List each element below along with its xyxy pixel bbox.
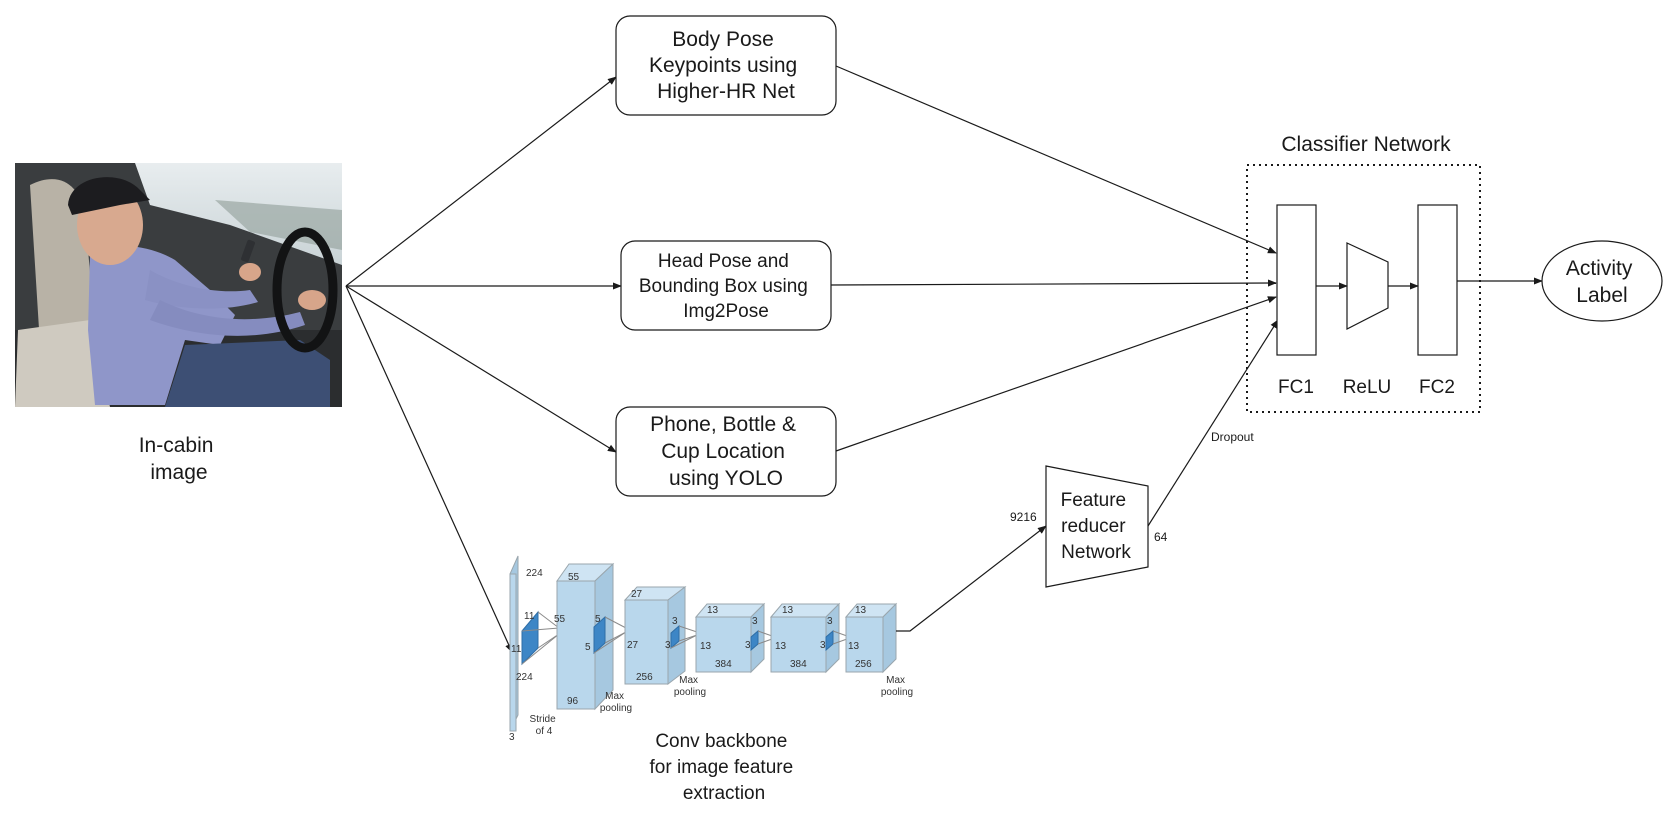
classifier-input-arrows [830,65,1279,527]
conv-layer-6 [844,602,898,674]
input-caption: In-cabin image [139,434,220,484]
conv-layer-3 [623,585,698,686]
layer4-kernel-h: 3 [752,616,758,627]
head-pose-box: Head Pose and Bounding Box using Img2Pos… [620,240,832,331]
layer2-depth-dim: 96 [567,696,579,707]
layer4-depth-dim: 384 [715,659,732,670]
layer1-depth-dim: 3 [509,732,515,743]
reducer-input-dim: 9216 [1010,510,1037,524]
layer1-side-dim: 224 [516,672,533,683]
layer1-kernel-h: 11 [524,611,535,622]
arrow-to-conv-backbone [345,285,513,653]
arrow-to-object-location [345,285,617,453]
layer5-kernel-h: 3 [827,616,833,627]
layer6-side-dim: 13 [848,641,860,652]
relu-label: ReLU [1343,377,1392,398]
relu-layer [1346,242,1389,330]
layer5-top-dim: 13 [782,605,794,616]
layer6-note: Max pooling [881,675,913,698]
feature-reducer-label: Feature reducer Network [1061,490,1132,563]
layer5-kernel-w: 3 [820,640,826,651]
layer4-side-dim: 13 [700,641,712,652]
dropout-label: Dropout [1211,430,1254,444]
layer3-kernel-w: 3 [665,640,671,651]
layer3-note: Max pooling [674,675,706,698]
layer6-depth-dim: 256 [855,659,872,670]
arrow-object-to-fc1 [835,296,1277,452]
head-pose-label: Head Pose and Bounding Box using Img2Pos… [639,251,813,322]
layer3-top-dim: 27 [631,589,643,600]
layer3-side-dim: 27 [627,640,639,651]
layer2-top-dim: 55 [568,572,580,583]
backbone-caption: Conv backbone for image feature extracti… [650,731,799,804]
layer1-kernel-w: 11 [511,644,522,655]
activity-label-text: Activity Label [1566,257,1638,307]
layer3-kernel-h: 3 [672,616,678,627]
conv-backbone: 224 11 11 224 3 Stride of 4 55 55 5 5 96… [509,555,913,743]
conv-layer-4 [694,602,773,674]
layer5-depth-dim: 384 [790,659,807,670]
layer2-note: Max pooling [600,691,632,714]
fc2-label: FC2 [1419,377,1455,398]
body-pose-box: Body Pose Keypoints using Higher-HR Net [615,15,837,116]
arrow-head-pose-to-fc1 [830,279,1277,287]
fc1-layer [1276,204,1317,356]
arrow-body-pose-to-fc1 [835,65,1277,254]
feature-reducer-network: Feature reducer Network [1045,465,1149,588]
fc1-label: FC1 [1278,377,1314,398]
layer2-side-dim: 55 [554,614,566,625]
reducer-output-dim: 64 [1154,530,1168,544]
body-pose-label: Body Pose Keypoints using Higher-HR Net [649,28,803,103]
classifier-network: Classifier Network FC1 ReLU FC2 [1246,133,1481,413]
arrow-backbone-to-reducer [896,525,1047,632]
arrow-reducer-to-fc1 [1147,319,1279,527]
layer6-top-dim: 13 [855,605,867,616]
layer4-kernel-w: 3 [745,640,751,651]
classifier-title: Classifier Network [1281,133,1451,156]
conv-layer-1 [509,555,560,732]
conv-layer-5 [769,602,848,674]
layer3-depth-dim: 256 [636,672,653,683]
conv-layer-2 [556,562,627,711]
layer4-top-dim: 13 [707,605,719,616]
layer2-kernel-h: 5 [595,614,601,625]
arrow-to-body-pose [345,76,617,287]
object-location-box: Phone, Bottle & Cup Location using YOLO [615,406,837,497]
layer1-top-dim: 224 [526,568,543,579]
fc2-layer [1417,204,1458,356]
input-arrows [345,76,622,653]
activity-label-node: Activity Label [1541,240,1663,322]
layer1-note: Stride of 4 [530,714,559,737]
in-cabin-image [15,163,342,407]
layer2-kernel-w: 5 [585,642,591,653]
layer5-side-dim: 13 [775,641,787,652]
object-location-label: Phone, Bottle & Cup Location using YOLO [650,413,802,490]
